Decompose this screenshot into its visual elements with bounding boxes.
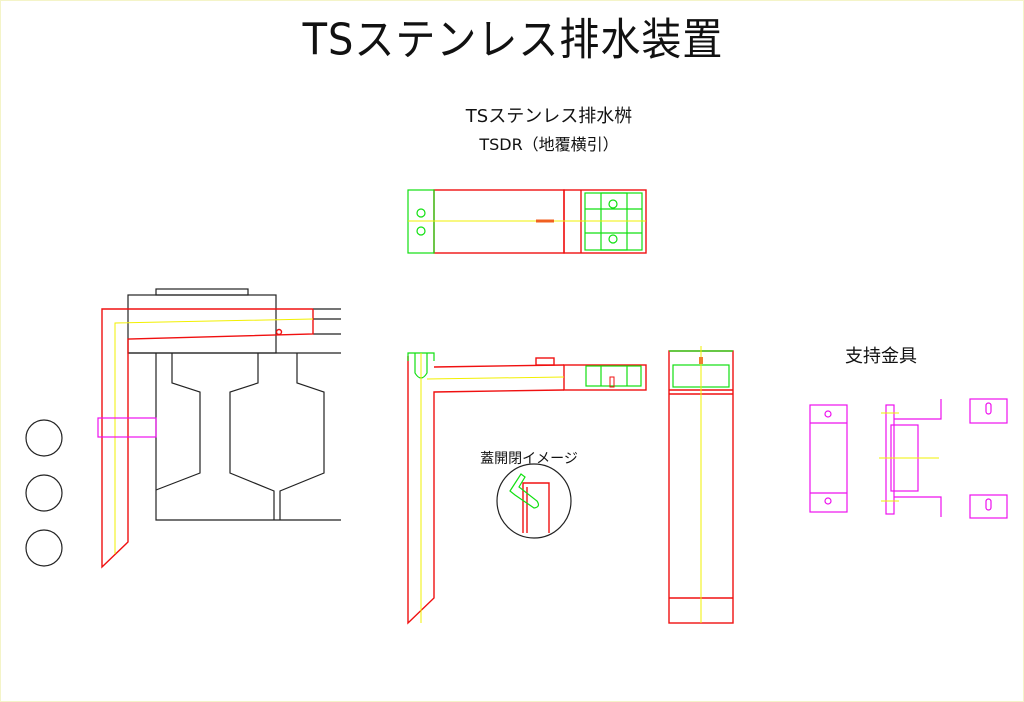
pipe-circle [25, 529, 63, 567]
installation-section-view [25, 288, 341, 569]
product-model: TSDR（地覆横引） [479, 135, 619, 154]
end-section-view [668, 346, 734, 624]
plan-view [407, 189, 647, 254]
side-section-view [407, 352, 647, 625]
support-bracket-views [809, 398, 1008, 519]
product-name: TSステンレス排水桝 [465, 106, 633, 127]
bracket-label: 支持金具 [845, 346, 917, 367]
pipe-circle [25, 474, 63, 512]
drawing-title: TSステンレス排水装置 [302, 15, 724, 66]
lid-open-detail [496, 463, 572, 539]
lid-image-label: 蓋開閉イメージ [480, 451, 578, 467]
pipe-circle [25, 419, 63, 457]
